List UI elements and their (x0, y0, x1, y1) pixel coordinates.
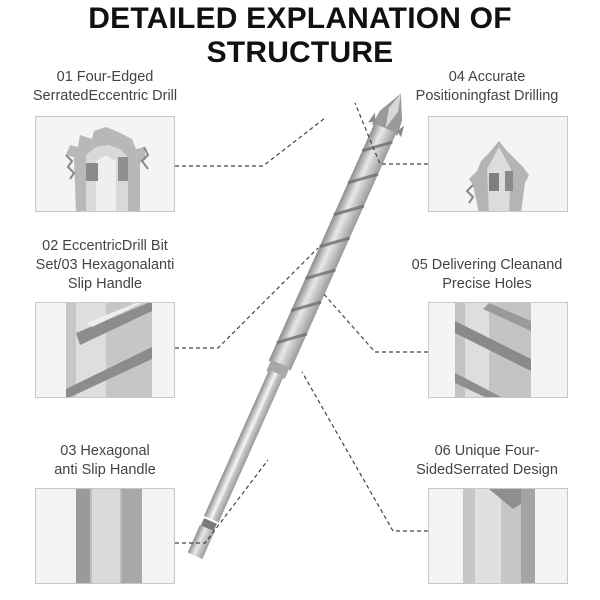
caption-clean-precise-holes: 05 Delivering Cleanand Precise Holes (411, 257, 563, 292)
caption-accurate-positioning: 04 Accurate Positioningfast Drilling (415, 69, 559, 104)
detail-image-spiral-flute (35, 302, 175, 398)
detail-image-drill-head (35, 116, 175, 212)
page-title: DETAILED EXPLANATION OF STRUCTURE (88, 2, 512, 69)
caption-hexagonal-handle: 03 Hexagonal anti Slip Handle (54, 443, 156, 478)
detail-image-serrated-body (428, 488, 568, 584)
caption-four-edged-drill: 01 Four-Edged SerratedEccentric Drill (32, 69, 178, 104)
detail-image-positioning-tip (428, 116, 568, 212)
drill-bit (187, 93, 405, 559)
detail-image-clean-holes (428, 302, 568, 398)
leader-line-05 (321, 291, 428, 353)
detail-image-hex-shank (35, 488, 175, 584)
leader-line-02 (175, 247, 319, 349)
caption-eccentric-bit-set: 02 EccentricDrill Bit Set/03 Hexagonalan… (35, 238, 175, 292)
leader-line-01 (175, 117, 326, 167)
leader-line-06 (301, 371, 428, 532)
leader-line-04 (354, 102, 428, 165)
caption-serrated-design: 06 Unique Four- SidedSerrated Design (416, 443, 558, 478)
drill-body (268, 123, 397, 371)
leader-line-03 (175, 459, 269, 544)
